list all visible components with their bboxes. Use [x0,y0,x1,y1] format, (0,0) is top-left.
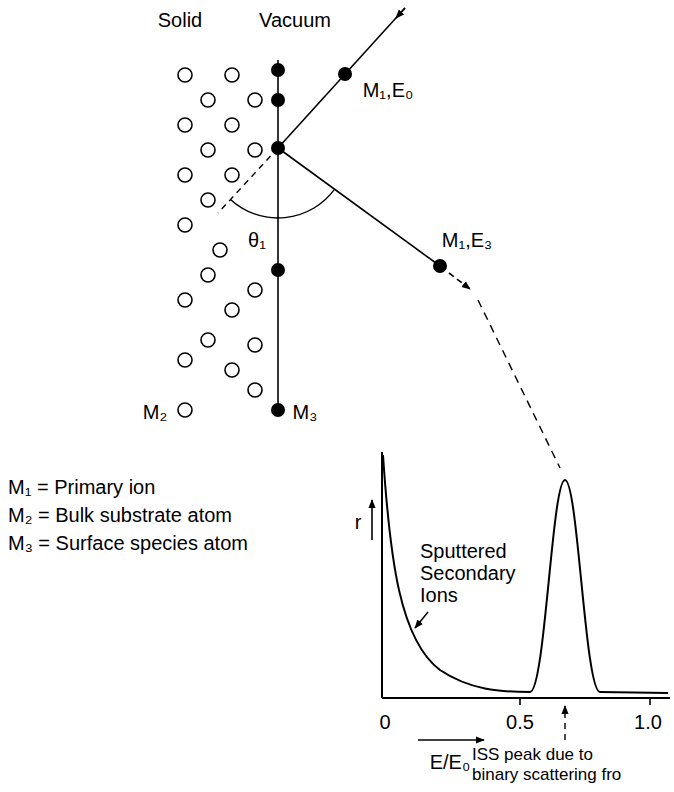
substrate-atom [178,353,192,367]
substrate-atom [178,68,192,82]
surface-atoms [271,63,285,417]
substrate-atom [248,383,262,397]
substrate-atom [213,243,227,257]
scattered-path [278,148,440,266]
bulk-atom [178,403,192,417]
axis-label: r [355,511,362,533]
substrate-atom [248,143,262,157]
scattered-ion [433,259,447,273]
key-note: M₁ = Primary ion [8,476,155,498]
substrate-atom [201,93,215,107]
substrate-atom [248,283,262,297]
key-note: M₃ = Surface species atom [8,532,248,554]
ion-label: M₁,E₀ [363,79,414,101]
substrate-atom [201,193,215,207]
peak-note: ISS peak due to binary scattering fro [472,745,632,785]
substrate-atom [178,293,192,307]
axis-label: E/E₀ [430,751,471,773]
substrate-atom [201,268,215,282]
substrate-atom [225,363,239,377]
key-note: M₂ = Bulk substrate atom [8,504,232,526]
angle-label: θ₁ [248,229,266,251]
substrate-atom [178,218,192,232]
tick [649,698,651,705]
peak-pointer [564,706,565,740]
substrate-atom [178,118,192,132]
extension-line [218,148,278,213]
substrate-atom [248,93,262,107]
substrate-atom [248,338,262,352]
incident-arrow [396,8,405,18]
atom-label: M₃ [293,401,318,423]
scattered-arrow [449,273,470,289]
leader-line [478,300,560,468]
primary-ion [338,67,352,81]
region-label: Vacuum [259,9,331,31]
region-label: Solid [158,9,202,31]
peak-label: Sputtered Secondary Ions [420,540,520,606]
tick-label: 0 [379,711,390,733]
atom-label: M₂ [143,401,167,423]
substrate-atom [201,333,215,347]
pointer-arrow [415,612,428,628]
tick-label: 0.5 [506,711,534,733]
substrate-atom [225,118,239,132]
ion-label: M₁,E₃ [442,229,492,251]
axis-arrow [418,739,484,741]
substrate-atom [225,68,239,82]
tick [519,698,521,705]
axis-arrow [371,500,373,540]
angle-arc [231,189,335,218]
spectrum-curve [383,455,668,693]
substrate-atom [178,168,192,182]
surface-line [277,60,279,410]
tick-label: 1.0 [634,711,662,733]
x-axis [382,697,670,699]
substrate-atom [201,143,215,157]
substrate-atom [225,303,239,317]
y-axis [381,452,383,698]
substrate-atom [225,168,239,182]
